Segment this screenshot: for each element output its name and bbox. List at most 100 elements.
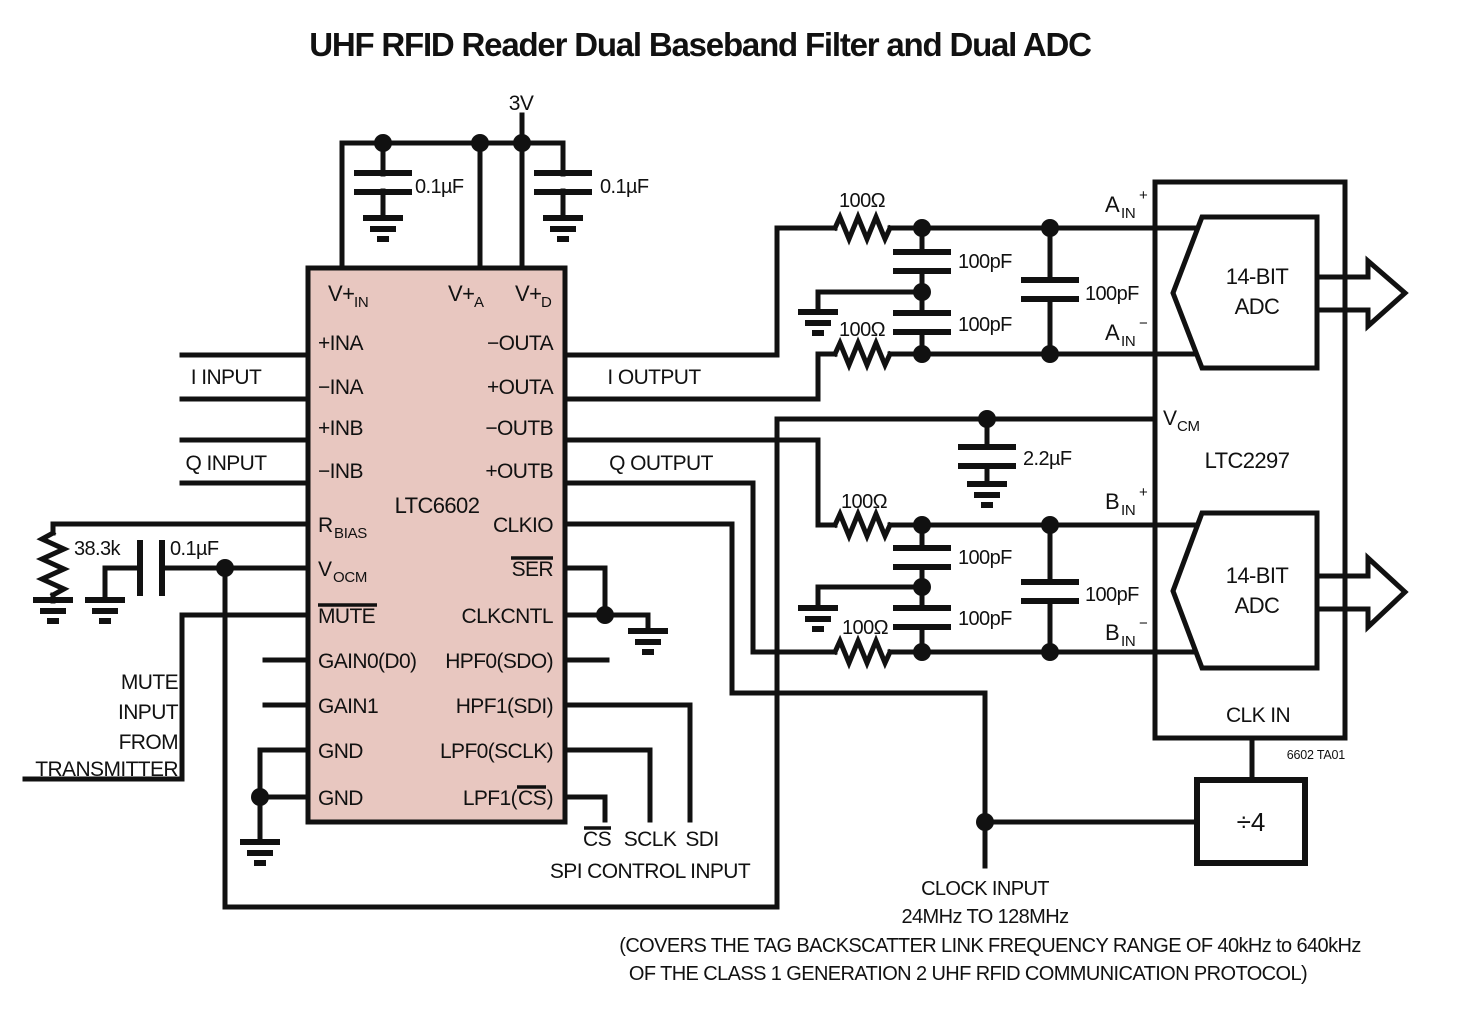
mute-input-caption: MUTE INPUT FROM TRANSMITTER: [35, 671, 179, 781]
junction-dot: [913, 219, 931, 237]
junction-dot: [1041, 643, 1059, 661]
junction-dot: [913, 345, 931, 363]
pin-vplus-in: V+: [328, 281, 354, 306]
adc2-symbol: [1170, 510, 1320, 671]
capacitor-icon: [893, 252, 951, 271]
capacitor-icon: [354, 173, 412, 192]
ain-minus-sub: IN: [1121, 333, 1135, 350]
net-filter-b-caps: [815, 522, 1053, 655]
net-mute: [22, 612, 311, 782]
resistor-icon: [835, 514, 890, 536]
junction-dot: [978, 410, 996, 428]
ground-icon: [798, 608, 838, 629]
junction-dot: [1041, 516, 1059, 534]
bin-minus-sub: IN: [1121, 633, 1135, 650]
bin-minus: B: [1105, 620, 1119, 645]
net-vocm: [102, 416, 780, 910]
bus-arrow-icon: [1314, 255, 1409, 332]
bin-plus: B: [1105, 489, 1119, 514]
spi-sclk-label: SCLK: [624, 828, 677, 851]
capacitor-icon: [534, 173, 592, 192]
pin-lpf1-suffix: ): [547, 787, 553, 810]
pin-gain0: GAIN0(D0): [318, 650, 416, 673]
junction-dot: [913, 283, 931, 301]
net-filter-a-caps: [815, 225, 1053, 357]
resistor-icon: [835, 343, 890, 365]
clk-in-label: CLK IN: [1226, 704, 1290, 727]
pin-hpf0: HPF0(SDO): [445, 650, 553, 673]
junction-dot: [976, 813, 994, 831]
vcm-label: V: [1163, 407, 1177, 430]
adc-pin-labels: A IN + A IN − B IN + B IN − V CM: [1105, 187, 1200, 650]
net-iq-inputs: [179, 352, 311, 486]
pin-lpf1-prefix: LPF1(: [463, 787, 518, 810]
pin-vplus-a: V+: [448, 281, 474, 306]
pin-ina-p: +INA: [318, 332, 363, 355]
capacitor-icon: [137, 540, 165, 596]
resistor-a1-value: 100Ω: [839, 190, 886, 212]
spi-sdi-label: SDI: [685, 828, 718, 851]
net-vcm: [774, 416, 1158, 487]
ain-minus-sup: −: [1139, 315, 1148, 332]
pin-vplus-d-sub: D: [541, 294, 552, 311]
pin-lpf1-cs: CS: [518, 787, 547, 810]
pin-clkio: CLKIO: [493, 514, 553, 537]
net-rbias: [50, 521, 311, 604]
spi-caption: SPI CONTROL INPUT: [550, 860, 751, 883]
resistor-b2-value: 100Ω: [842, 617, 889, 639]
adc1-symbol: [1170, 214, 1320, 371]
net-gain-stubs: [262, 657, 311, 708]
filter-ic-body: [305, 265, 568, 825]
resistor-icon: [835, 641, 890, 663]
spi-cs-label: CS: [583, 828, 612, 851]
mute-caption-line2: INPUT: [118, 701, 179, 724]
mute-caption-line1: MUTE: [121, 671, 179, 694]
capacitor-icon: [1021, 280, 1079, 299]
bypass-cap2-label: 0.1µF: [600, 176, 649, 198]
divider-block: [1194, 777, 1308, 866]
pin-ina-n: −INA: [318, 376, 363, 399]
ain-plus: A: [1105, 192, 1120, 217]
junction-dot: [374, 134, 392, 152]
clock-caption-line1: CLOCK INPUT: [921, 878, 1049, 900]
ground-icon: [967, 484, 1007, 505]
junction-dots: [216, 134, 1059, 831]
junction-dot: [913, 578, 931, 596]
pin-vplus-a-sub: A: [474, 294, 484, 311]
bin-minus-sup: −: [1139, 615, 1148, 632]
ground-icon: [628, 631, 668, 652]
wires: [22, 112, 1255, 910]
junction-dot: [216, 559, 234, 577]
capacitor-icon: [958, 447, 1016, 466]
pin-gnd2: GND: [318, 787, 363, 810]
pin-inb-n: −INB: [318, 460, 363, 483]
junction-dot: [251, 788, 269, 806]
pin-outb-p: +OUTB: [485, 460, 553, 483]
ain-plus-sub: IN: [1121, 205, 1135, 222]
junction-dot: [513, 134, 531, 152]
net-supply: [339, 112, 566, 271]
bin-plus-sub: IN: [1121, 502, 1135, 519]
junction-dot: [1041, 219, 1059, 237]
pin-vocm-sub: OCM: [333, 569, 367, 586]
capacitor-icon: [1021, 582, 1079, 601]
pin-clkcntl: CLKCNTL: [462, 605, 554, 628]
cap-b3-value: 100pF: [1085, 584, 1139, 606]
capacitor-icon: [893, 313, 951, 332]
i-input-label: I INPUT: [191, 366, 262, 389]
ground-icon: [543, 218, 583, 239]
adc2-label-line1: 14-BIT: [1226, 563, 1289, 588]
pin-lpf0: LPF0(SCLK): [440, 740, 553, 763]
vcm-label-sub: CM: [1177, 418, 1200, 435]
adc1-label-line1: 14-BIT: [1226, 264, 1289, 289]
ground-icon: [363, 218, 403, 239]
q-input-label: Q INPUT: [186, 452, 268, 475]
pin-vocm: V: [318, 558, 332, 581]
ground-icon: [798, 312, 838, 333]
adc2-label-line2: ADC: [1235, 593, 1280, 618]
ain-plus-sup: +: [1139, 187, 1148, 204]
adc1-label-line2: ADC: [1235, 294, 1280, 319]
i-output-label: I OUTPUT: [607, 366, 701, 389]
ain-minus: A: [1105, 320, 1120, 345]
